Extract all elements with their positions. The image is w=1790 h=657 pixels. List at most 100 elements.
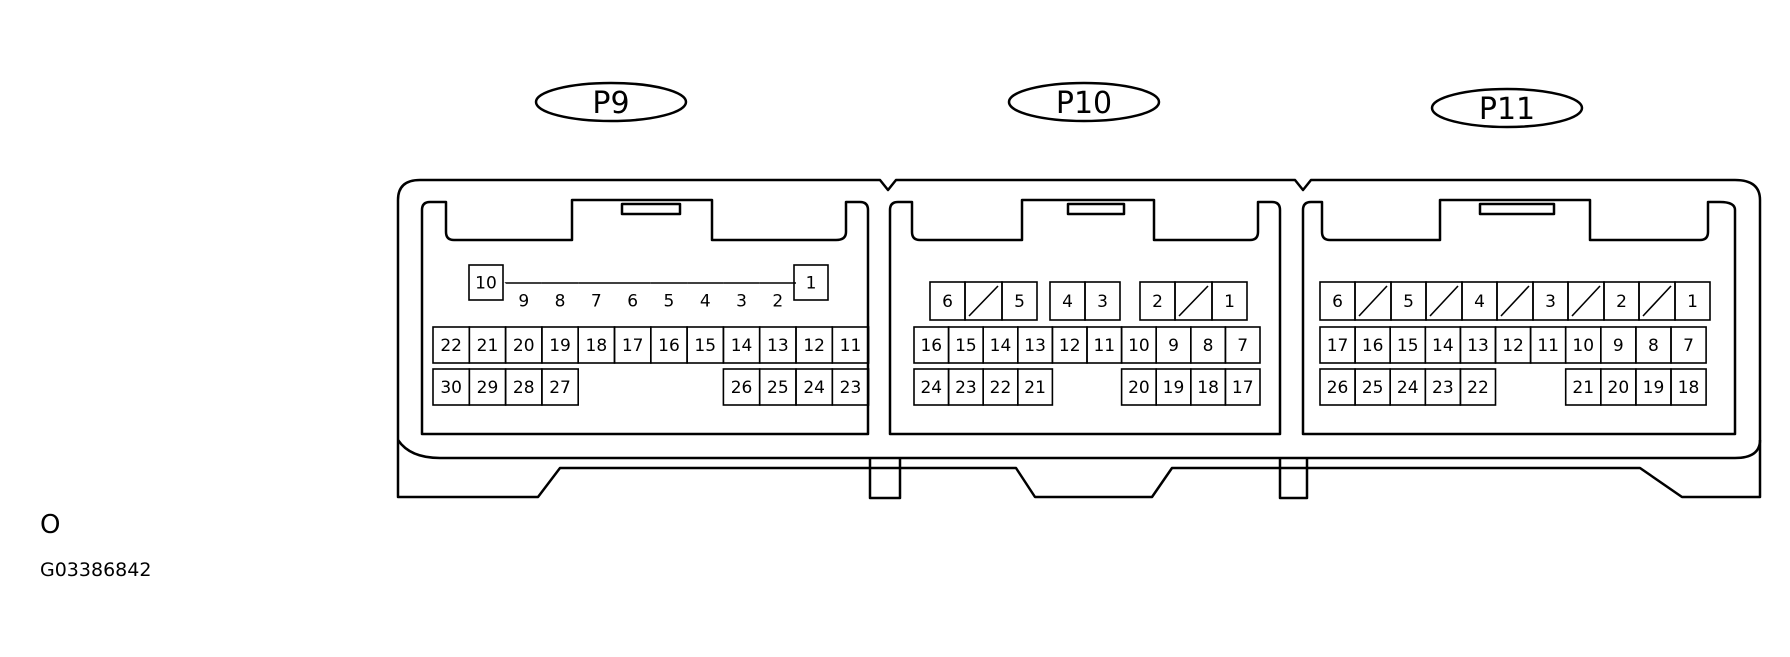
pin-label-p9-29: 29 — [477, 378, 499, 398]
pin-label-p9-22: 22 — [440, 336, 462, 356]
blank-pin-cell-p11-2 — [1496, 281, 1534, 321]
pin-label-p11-24: 24 — [1397, 378, 1419, 398]
pin-label-p9-11: 11 — [840, 336, 862, 356]
latch-p9 — [620, 202, 682, 216]
pin-label-p9-3: 3 — [736, 292, 747, 312]
pin-label-p9-30: 30 — [440, 378, 462, 398]
pin-label-p11-13: 13 — [1467, 336, 1489, 356]
pin-label-p9-12: 12 — [803, 336, 825, 356]
unused-pin-slash — [1429, 285, 1459, 317]
cavity-p11 — [1301, 198, 1737, 436]
pin-label-p10-14: 14 — [990, 336, 1012, 356]
pin-label-p10-9: 9 — [1168, 336, 1179, 356]
connector-housing — [396, 178, 1762, 499]
pin-cell-p9-11 — [831, 326, 870, 364]
pin-cell-p10-17 — [1224, 368, 1261, 406]
pin-cell-p9-10 — [468, 264, 504, 301]
pin-cell-p11-7 — [1670, 326, 1707, 364]
pin-label-p9-21: 21 — [477, 336, 499, 356]
pin-label-p11-25: 25 — [1362, 378, 1384, 398]
pin-label-p10-12: 12 — [1059, 336, 1081, 356]
pin-label-p10-11: 11 — [1093, 336, 1115, 356]
unused-pin-slash — [968, 285, 999, 317]
pin-label-p11-16: 16 — [1362, 336, 1384, 356]
housing-inner-ledge — [396, 439, 1762, 460]
pin-label-p10-15: 15 — [955, 336, 977, 356]
connector-label-p9-oval — [534, 81, 688, 123]
pin-cell-p9-3 — [722, 282, 761, 319]
diagram-mark: O — [40, 510, 61, 540]
pin-label-p9-23: 23 — [840, 378, 862, 398]
pin-label-p11-12: 12 — [1502, 336, 1524, 356]
pin-cell-p9-7 — [577, 282, 616, 319]
pin-cell-p10-3 — [1084, 281, 1121, 321]
connector-label-p11: P11 — [1479, 92, 1535, 127]
pin-cell-p9-27 — [541, 368, 580, 406]
pin-label-p11-6: 6 — [1332, 292, 1343, 312]
pin-label-p10-4: 4 — [1062, 292, 1073, 312]
pin-label-p11-1: 1 — [1687, 292, 1698, 312]
pin-cell-p11-22 — [1459, 368, 1497, 406]
pin-cell-p9-8 — [541, 282, 580, 319]
pin-label-p9-5: 5 — [664, 292, 675, 312]
figure-code: G03386842 — [40, 559, 152, 581]
bottom-clip-right — [1278, 458, 1309, 500]
pin-label-p11-14: 14 — [1432, 336, 1454, 356]
connector-label-p10-oval — [1007, 81, 1161, 123]
pin-label-p9-6: 6 — [627, 292, 638, 312]
pin-label-p9-15: 15 — [694, 336, 716, 356]
pin-label-p11-17: 17 — [1327, 336, 1349, 356]
pin-label-p9-4: 4 — [700, 292, 711, 312]
pin-label-p9-20: 20 — [513, 336, 535, 356]
cavity-p9 — [420, 198, 870, 436]
pin-label-p9-28: 28 — [513, 378, 535, 398]
pin-label-p10-1: 1 — [1224, 292, 1235, 312]
pin-cell-p10-21 — [1016, 368, 1054, 406]
pin-label-p10-8: 8 — [1203, 336, 1214, 356]
pin-label-p11-7: 7 — [1683, 336, 1694, 356]
pin-label-p11-23: 23 — [1432, 378, 1454, 398]
pin-label-p9-1: 1 — [806, 274, 817, 294]
pin-label-p9-14: 14 — [731, 336, 753, 356]
pin-label-p11-8: 8 — [1648, 336, 1659, 356]
pin-cell-p9-4 — [686, 282, 725, 319]
pin-label-p9-10: 10 — [475, 274, 497, 294]
blank-pin-cell-p10-0 — [964, 281, 1003, 321]
pin-label-p11-20: 20 — [1608, 378, 1630, 398]
pin-label-p10-7: 7 — [1237, 336, 1248, 356]
pin-label-p10-10: 10 — [1128, 336, 1150, 356]
connector-label-p10: P10 — [1056, 86, 1112, 121]
pin-label-p11-15: 15 — [1397, 336, 1419, 356]
pin-cell-p9-2 — [758, 282, 797, 319]
pin-label-p9-13: 13 — [767, 336, 789, 356]
pin-label-p11-21: 21 — [1572, 378, 1594, 398]
connector-label-p9: P9 — [592, 86, 629, 121]
pin-label-p10-6: 6 — [942, 292, 953, 312]
blank-pin-cell-p11-4 — [1638, 281, 1676, 321]
pin-cell-p9-9 — [504, 282, 543, 319]
pin-label-p9-2: 2 — [772, 292, 783, 312]
pin-label-p9-7: 7 — [591, 292, 602, 312]
pin-label-p9-17: 17 — [622, 336, 644, 356]
latch-p10 — [1066, 202, 1126, 216]
pin-label-p11-4: 4 — [1474, 292, 1485, 312]
pin-cell-p11-18 — [1670, 368, 1707, 406]
pin-label-p9-9: 9 — [518, 292, 529, 312]
bottom-clip-left — [868, 458, 902, 500]
pin-label-p10-24: 24 — [920, 378, 942, 398]
connector-label-p11-oval — [1430, 87, 1584, 129]
unused-pin-slash — [1500, 285, 1530, 317]
pin-label-p9-16: 16 — [658, 336, 680, 356]
pin-label-p11-10: 10 — [1572, 336, 1594, 356]
pin-label-p11-19: 19 — [1643, 378, 1665, 398]
pin-label-p9-18: 18 — [586, 336, 608, 356]
blank-pin-cell-p11-3 — [1567, 281, 1605, 321]
pin-label-p11-22: 22 — [1467, 378, 1489, 398]
blank-pin-cell-p10-1 — [1174, 281, 1213, 321]
pin-label-p10-22: 22 — [990, 378, 1012, 398]
pin-label-p9-24: 24 — [803, 378, 825, 398]
unused-pin-slash — [1178, 285, 1209, 317]
pin-label-p9-19: 19 — [549, 336, 571, 356]
pin-label-p11-5: 5 — [1403, 292, 1414, 312]
pin-label-p10-21: 21 — [1024, 378, 1046, 398]
